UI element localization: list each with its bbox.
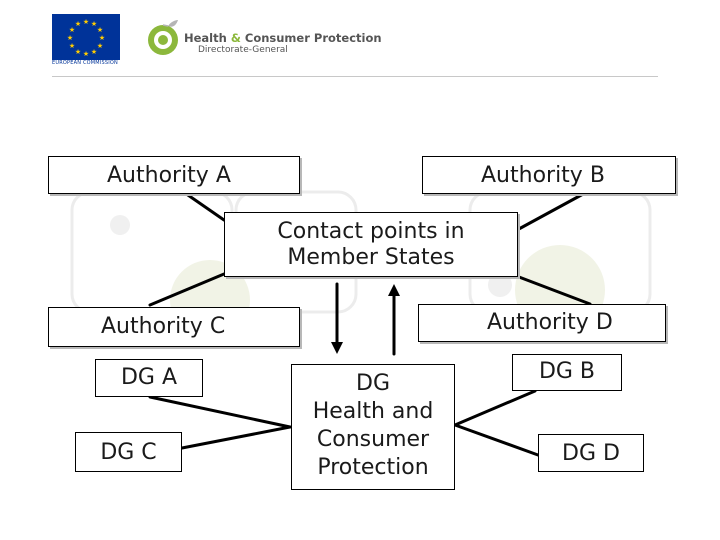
health-consumer-logo-icon <box>146 18 180 56</box>
dg-c-label: DG C <box>100 440 157 465</box>
dg-center-line4: Protection <box>317 455 429 480</box>
contact-points-line2: Member States <box>287 245 455 271</box>
dg-b-box: DG B <box>512 354 622 391</box>
dg-d-label: DG D <box>562 441 620 466</box>
authority-c-box: Authority C <box>48 307 300 347</box>
line-authority-c-contact <box>148 272 226 307</box>
svg-text:★: ★ <box>97 42 103 50</box>
dg-center-line3: Consumer <box>316 427 430 452</box>
logo-title-consumer: Consumer Protection <box>244 31 382 45</box>
dg-center-line1: DG <box>356 371 390 396</box>
authority-a-box: Authority A <box>48 156 300 194</box>
svg-text:★: ★ <box>91 20 97 28</box>
dg-a-label: DG A <box>120 365 178 390</box>
svg-text:★: ★ <box>69 26 75 34</box>
line-authority-a-contact <box>183 191 226 222</box>
svg-text:★: ★ <box>97 26 103 34</box>
svg-text:★: ★ <box>75 20 81 28</box>
authority-b-label: Authority B <box>481 163 605 188</box>
line-dgc-center <box>180 425 292 450</box>
line-dgd-center <box>453 423 540 457</box>
dg-a-box: DG A <box>95 359 203 397</box>
authority-c-label: Authority C <box>101 314 226 339</box>
header-divider <box>52 76 658 77</box>
header: ★ ★ ★ ★ ★ ★ ★ ★ ★ ★ ★ ★ EUROPEAN COMMISS… <box>0 0 720 80</box>
eu-caption: EUROPEAN COMMISSION <box>52 60 118 66</box>
dg-health-consumer-box: DG Health and Consumer Protection <box>291 364 455 490</box>
dg-c-box: DG C <box>75 432 182 472</box>
svg-text:★: ★ <box>69 42 75 50</box>
line-dga-center <box>148 395 292 429</box>
svg-text:★: ★ <box>91 48 97 56</box>
logo-title-amp: & <box>230 31 241 45</box>
logo-title: Health & Consumer Protection <box>184 31 382 45</box>
authority-d-box: Authority D <box>418 304 666 342</box>
dg-d-box: DG D <box>538 434 644 472</box>
line-authority-b-contact <box>515 191 587 232</box>
arrow-up-head <box>388 284 400 296</box>
svg-text:★: ★ <box>83 18 89 26</box>
contact-points-line1: Contact points in <box>277 219 465 244</box>
arrow-down-head <box>331 342 343 354</box>
authority-a-label: Authority A <box>107 163 231 188</box>
line-dgb-center <box>453 389 537 427</box>
svg-text:★: ★ <box>67 34 73 42</box>
logo-title-health: Health <box>184 31 227 45</box>
svg-text:★: ★ <box>75 48 81 56</box>
dg-center-line2: Health and <box>312 399 434 424</box>
logo-subtitle: Directorate-General <box>198 45 288 55</box>
svg-text:★: ★ <box>83 50 89 58</box>
line-authority-d-contact <box>517 275 592 306</box>
authority-b-box: Authority B <box>422 156 676 194</box>
dg-b-label: DG B <box>538 359 596 384</box>
authority-d-label: Authority D <box>487 310 613 335</box>
svg-text:★: ★ <box>99 34 105 42</box>
eu-flag-logo: ★ ★ ★ ★ ★ ★ ★ ★ ★ ★ ★ ★ <box>52 14 120 60</box>
contact-points-box: Contact points in Member States <box>224 212 518 277</box>
